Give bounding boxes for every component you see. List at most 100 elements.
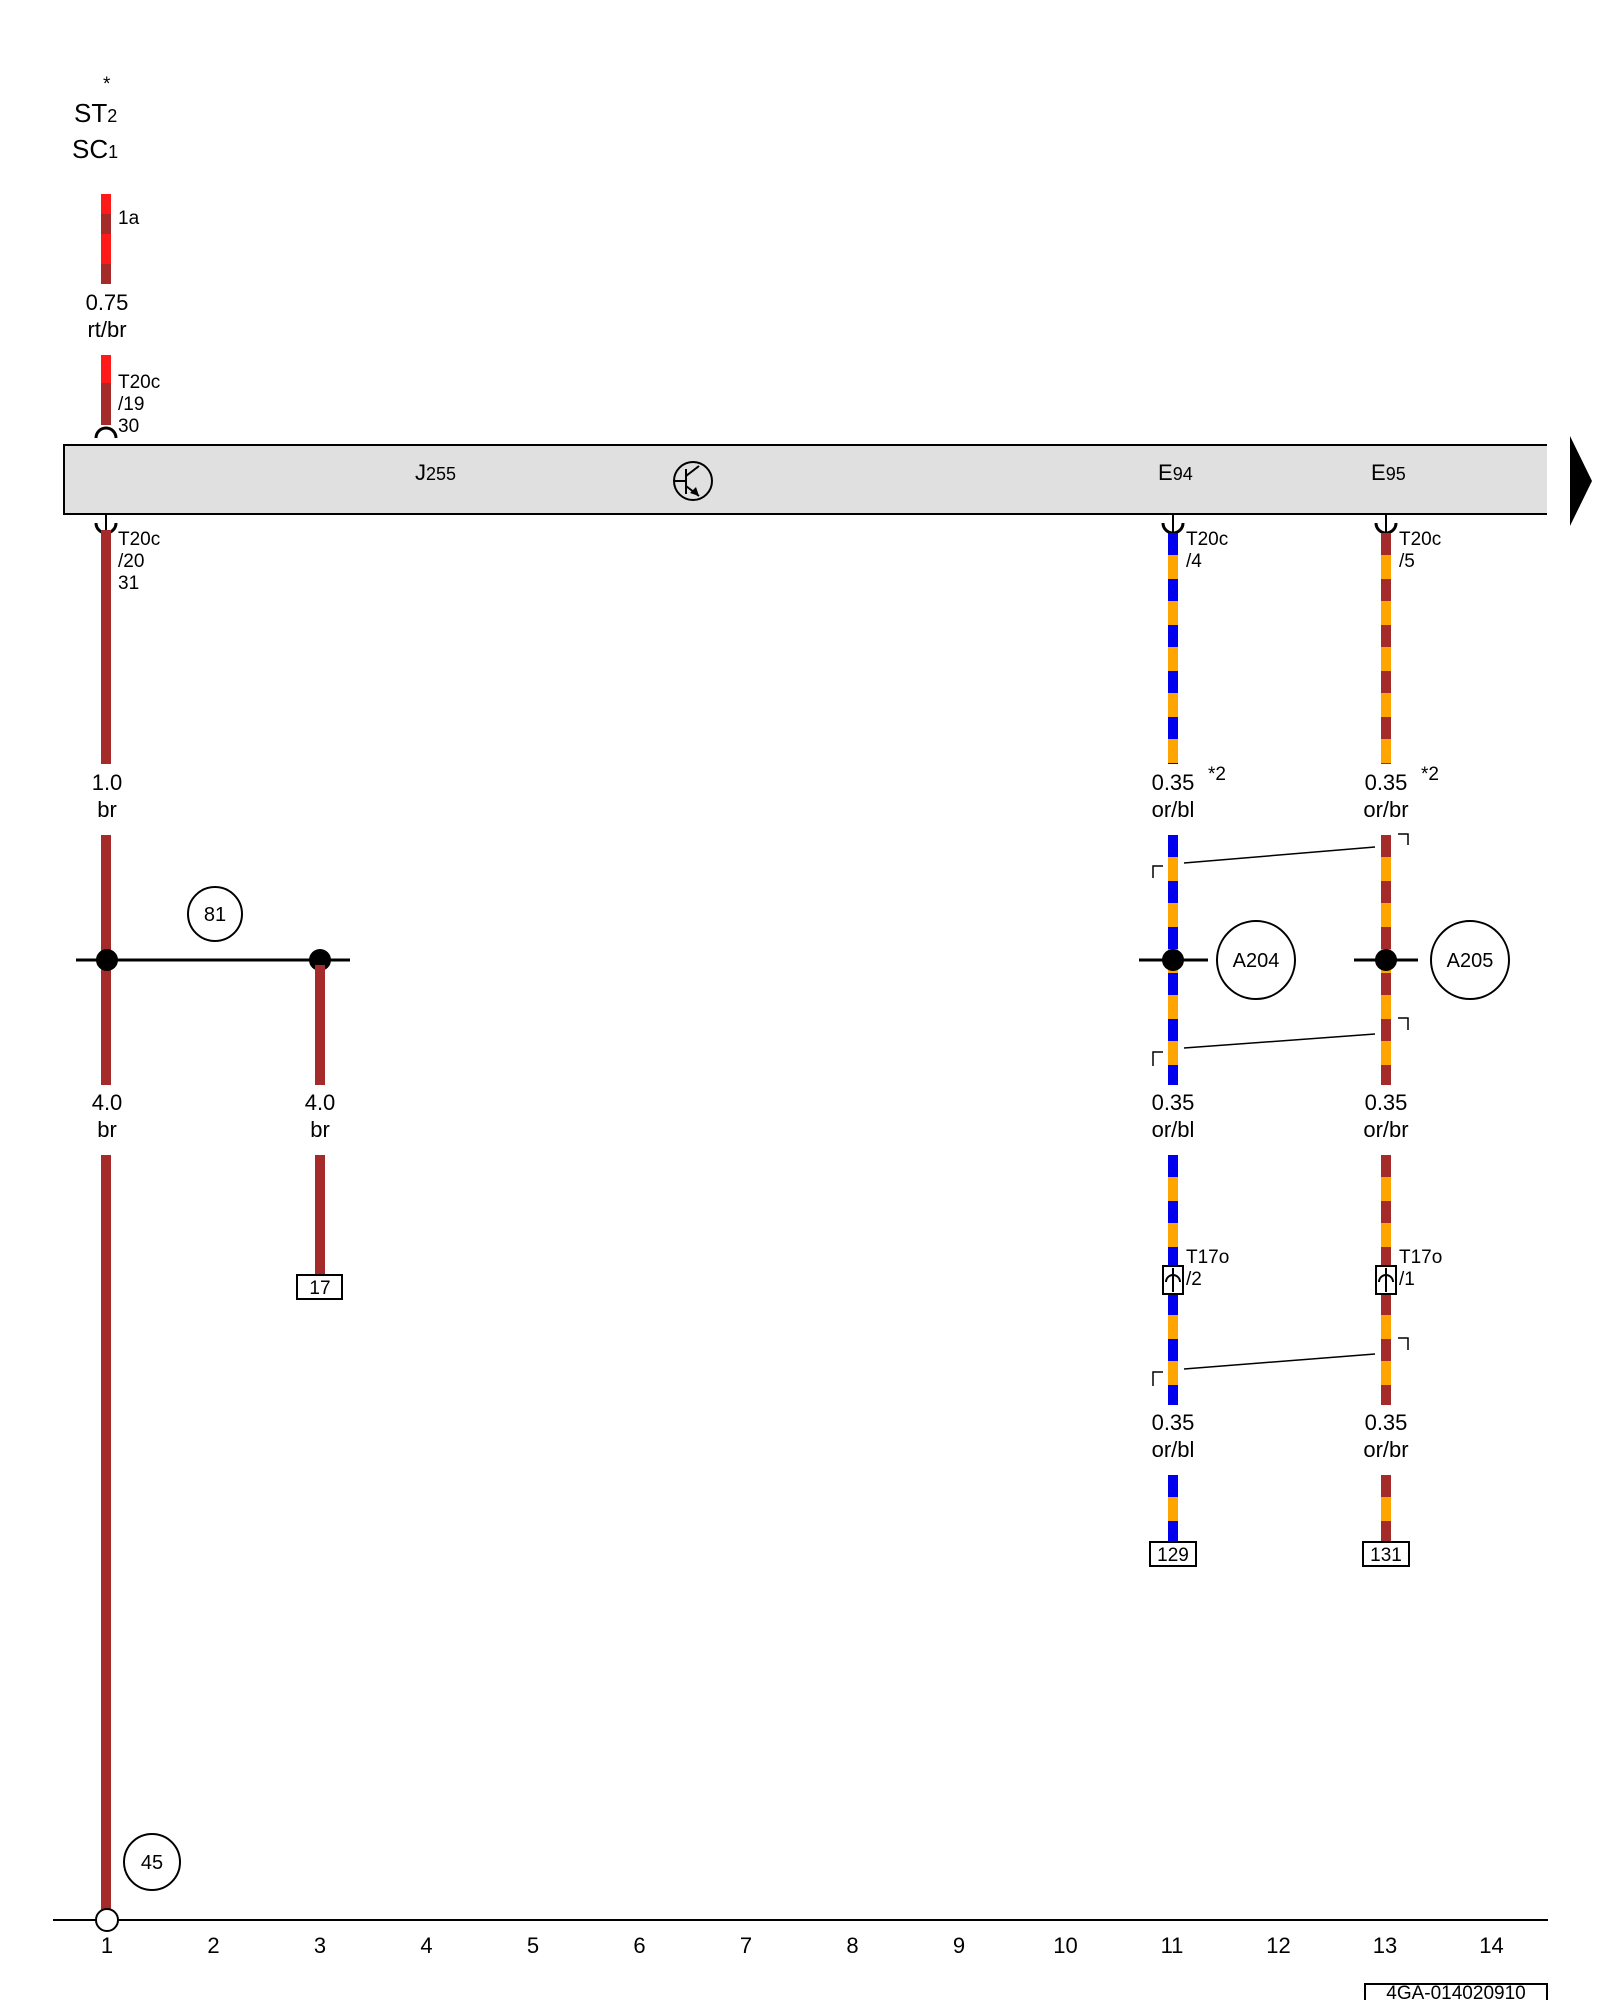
- wire-e94-seg3-stripe-0: [1168, 1155, 1178, 1177]
- ref-131-label: 131: [1370, 1545, 1402, 1566]
- wire-e94-seg1-stripe-0: [1168, 533, 1178, 555]
- circle-a205-label: A205: [1447, 950, 1494, 972]
- wire-e95-1-size: 0.35: [1365, 770, 1408, 795]
- diagram-code: 4GA-014020910: [1386, 1983, 1525, 2000]
- t17o-2-name: T17o: [1186, 1247, 1229, 1268]
- wire-e95-seg3-stripe-3: [1381, 1293, 1391, 1315]
- wire-e95-1-note: *2: [1421, 764, 1439, 785]
- wire-e95-seg3-stripe-5: [1381, 1385, 1391, 1405]
- wire-e94-seg2-stripe-0: [1168, 835, 1178, 857]
- wire-e95-2-color: or/br: [1363, 1117, 1408, 1142]
- wire-main-color: br: [97, 1117, 117, 1142]
- wire-e94-2-size: 0.35: [1152, 1090, 1195, 1115]
- wire-e94-seg2-stripe-1: [1168, 881, 1178, 903]
- ref-129-label: 129: [1157, 1545, 1189, 1566]
- pin-e94-name: T20c: [1186, 529, 1228, 550]
- wire-top-color: rt/br: [87, 317, 126, 342]
- wire-e95-seg4-stripe-1: [1381, 1521, 1391, 1542]
- wire-e95-3-color: or/br: [1363, 1437, 1408, 1462]
- pin-top-term: 30: [118, 416, 139, 437]
- scale-label-1: 1: [101, 1933, 113, 1958]
- wire-e95-seg1-stripe-2: [1381, 625, 1391, 647]
- wire-e94-seg2-stripe-5: [1168, 1065, 1178, 1085]
- wire-e95-seg4-stripe-0: [1381, 1475, 1391, 1497]
- wire-e94-1-color: or/bl: [1152, 797, 1195, 822]
- wire-e94-seg3-stripe-5: [1168, 1385, 1178, 1405]
- j255-sub: 255: [426, 464, 456, 484]
- t17o-1-connector-icon: [1375, 1265, 1397, 1295]
- circle-45-label: 45: [141, 1852, 163, 1874]
- wire-e95-seg2-stripe-4: [1381, 1019, 1391, 1041]
- wire-e94-1-size: 0.35: [1152, 770, 1195, 795]
- pin-gnd-pin: /20: [118, 551, 144, 572]
- t17o-1-name: T17o: [1399, 1247, 1442, 1268]
- scale-label-8: 8: [846, 1933, 858, 1958]
- pin-e95-pin: /5: [1399, 551, 1415, 572]
- scale-label-14: 14: [1479, 1933, 1503, 1958]
- wire-e94-seg1-stripe-1: [1168, 579, 1178, 601]
- wire-branch-lower: [315, 1155, 325, 1275]
- wire-e95-seg1-stripe-3: [1381, 671, 1391, 693]
- scale-label-4: 4: [420, 1933, 432, 1958]
- component-e95: E95: [1371, 460, 1406, 485]
- t17o-2-pin: /2: [1186, 1269, 1202, 1290]
- pin-gnd-name: T20c: [118, 529, 160, 550]
- wire-e94-seg3-stripe-1: [1168, 1201, 1178, 1223]
- wire-e95-seg1-stripe-4: [1381, 717, 1391, 739]
- component-j255: J255: [415, 460, 456, 485]
- scale-label-13: 13: [1373, 1933, 1397, 1958]
- continuation-arrow-icon: [1570, 436, 1592, 526]
- wire-top-fuse-segment: [101, 194, 111, 284]
- wire-main-lower: [101, 1155, 111, 1917]
- header-sc: SC1: [72, 134, 118, 164]
- scale-label-2: 2: [207, 1933, 219, 1958]
- scale-label-10: 10: [1053, 1933, 1077, 1958]
- wire-e94-seg4-stripe-0: [1168, 1475, 1178, 1497]
- header-sc-sub: 1: [108, 142, 118, 162]
- wire-e95-seg1-stripe-1: [1381, 579, 1391, 601]
- e94-sub: 94: [1173, 464, 1193, 484]
- wire-branch-upper: [315, 965, 325, 1085]
- wire-main-size: 4.0: [92, 1090, 123, 1115]
- header-sc-main: SC: [72, 134, 108, 164]
- wire-top-a-red1: [101, 194, 111, 214]
- wire-top-a-red2: [101, 234, 111, 264]
- scale-label-6: 6: [633, 1933, 645, 1958]
- e95-main: E: [1371, 460, 1386, 485]
- wire-e94-seg3-stripe-4: [1168, 1339, 1178, 1361]
- ref-17-label: 17: [309, 1278, 330, 1299]
- wire-e95-seg2-stripe-5: [1381, 1065, 1391, 1085]
- scale-label-7: 7: [740, 1933, 752, 1958]
- scale-label-9: 9: [953, 1933, 965, 1958]
- ref-box-17: [296, 1274, 343, 1300]
- striped-wires: [1168, 533, 1391, 1542]
- wire-e95-3-size: 0.35: [1365, 1410, 1408, 1435]
- ground-terminal-icon: [95, 1908, 119, 1932]
- wire-e94-seg2-stripe-4: [1168, 1019, 1178, 1041]
- pin-e94-pin: /4: [1186, 551, 1202, 572]
- wire-top-b-red: [101, 355, 111, 383]
- splice-dot-1: [96, 949, 118, 971]
- wire-gnd-upper: [101, 530, 111, 764]
- pin-top-arc-icon: [94, 426, 118, 439]
- wire-top-pin-segment: [101, 355, 111, 425]
- wire-e94-seg2-stripe-3: [1168, 973, 1178, 995]
- twist-marker-2: [1152, 1017, 1409, 1066]
- wire-e95-seg1-base: [1381, 533, 1391, 764]
- wire-e94-3-color: or/bl: [1152, 1437, 1195, 1462]
- wire-e94-seg4-stripe-1: [1168, 1521, 1178, 1542]
- fuse-label: 1a: [118, 208, 140, 229]
- splice-dot-2: [309, 949, 331, 971]
- wire-top-size: 0.75: [86, 290, 129, 315]
- pin-top-name: T20c: [118, 372, 160, 393]
- wire-e95-seg4: [1381, 1475, 1391, 1542]
- wire-e94-seg4-base: [1168, 1475, 1178, 1542]
- wire-e94-seg1-stripe-3: [1168, 671, 1178, 693]
- header-st-main: ST: [74, 98, 107, 128]
- e94-main: E: [1158, 460, 1173, 485]
- ref-box-129: [1149, 1541, 1197, 1567]
- wire-e94-3-size: 0.35: [1152, 1410, 1195, 1435]
- wire-e94-seg1-stripe-2: [1168, 625, 1178, 647]
